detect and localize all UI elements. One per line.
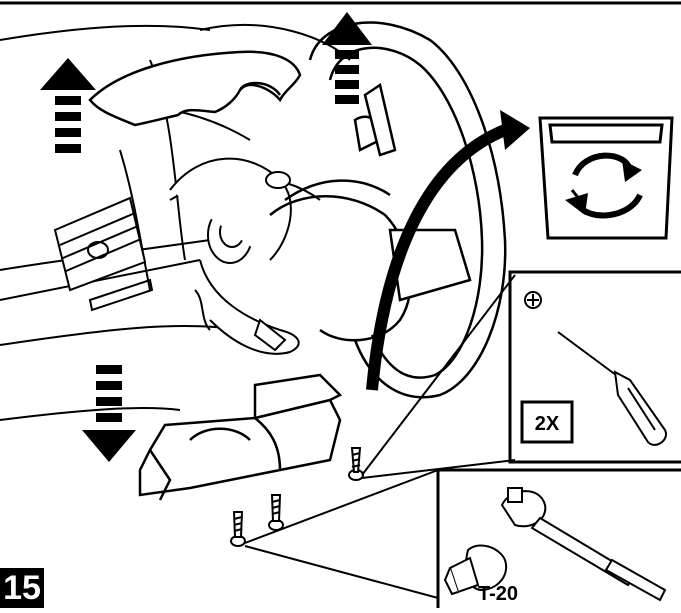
lower-shroud bbox=[138, 373, 343, 501]
upper-shroud bbox=[88, 50, 302, 127]
screw-1 bbox=[348, 447, 364, 481]
screwdriver-box bbox=[508, 270, 681, 464]
dashed-arrow-icon bbox=[40, 12, 372, 462]
curved-arrow bbox=[366, 110, 530, 391]
air-vent bbox=[53, 196, 154, 312]
torx-bit-icon bbox=[443, 544, 508, 596]
screw-2 bbox=[268, 494, 284, 531]
screw-3 bbox=[230, 511, 246, 547]
screw-quantity-label: 2X bbox=[535, 413, 560, 435]
ratchet-box bbox=[436, 468, 681, 608]
phillips-screwdriver-icon bbox=[524, 291, 667, 446]
ratchet-wrench-icon bbox=[500, 487, 667, 602]
leader-lines bbox=[244, 274, 516, 599]
steering-wheel bbox=[269, 21, 507, 399]
bit-size-label: T-20 bbox=[478, 583, 518, 605]
step-number: 15 bbox=[0, 568, 44, 608]
steering-column bbox=[169, 157, 300, 355]
quantity-box bbox=[520, 400, 574, 444]
screws bbox=[230, 447, 364, 547]
recycle-bin-icon bbox=[538, 116, 674, 240]
